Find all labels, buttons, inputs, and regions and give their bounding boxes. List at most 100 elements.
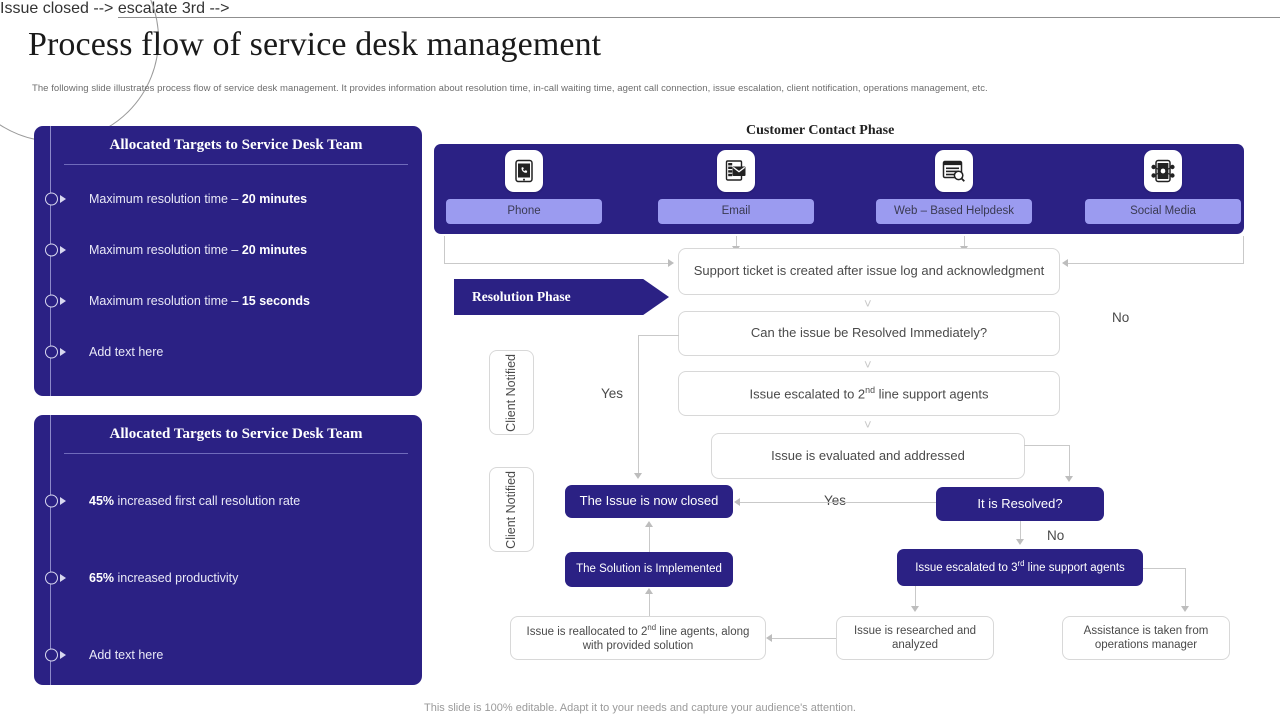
client-notified-text: Client Notified [504, 470, 518, 549]
connector-line [444, 263, 671, 264]
page-subtitle: The following slide illustrates process … [32, 83, 988, 94]
connector-arrow-up [644, 588, 653, 594]
flow-node-issue-evaluated[interactable]: Issue is evaluated and addressed [711, 433, 1025, 479]
connector-line [638, 335, 639, 475]
flow-node-text: Issue is researched and analyzed [853, 624, 977, 651]
panel-2-title: Allocated Targets to Service Desk Team [64, 415, 408, 454]
edge-label-yes-left: Yes [601, 386, 624, 401]
flow-node-resolve-immediately[interactable]: Can the issue be Resolved Immediately? [678, 311, 1060, 356]
flow-node-text: Issue is evaluated and addressed [771, 447, 965, 463]
edge-label-no-right: No [1047, 528, 1065, 543]
connector-line [638, 335, 679, 336]
bullet-circle-icon [45, 648, 58, 661]
list-item-text: Maximum resolution time – 15 seconds [89, 293, 310, 308]
connector-arrow-down [910, 606, 919, 612]
connector-line [444, 236, 445, 264]
bullet-triangle-icon [60, 245, 66, 254]
panel-1-list: Maximum resolution time – 20 minutes Max… [34, 165, 422, 377]
flow-node-text: It is Resolved? [977, 495, 1063, 511]
panel-1-title: Allocated Targets to Service Desk Team [64, 126, 408, 165]
connector-line [1068, 263, 1244, 264]
connector-arrow-right [668, 259, 674, 267]
bullet-triangle-icon [60, 347, 66, 356]
contact-channel-social-media[interactable]: Social Media [1085, 150, 1241, 224]
connector-arrow-down [1064, 476, 1073, 482]
list-item-text: Maximum resolution time – 20 minutes [89, 191, 308, 206]
connector-arrow-down [1015, 539, 1024, 545]
bullet-circle-icon [45, 345, 58, 358]
flow-node-text: The Solution is Implemented [576, 563, 722, 576]
list-item-text: 65% increased productivity [89, 570, 239, 585]
list-item[interactable]: 65% increased productivity [34, 539, 422, 616]
contact-channel-label: Phone [446, 199, 602, 224]
decorative-circle [0, 0, 159, 142]
list-item-text: Maximum resolution time – 20 minutes [89, 242, 308, 257]
flow-node-text: Can the issue be Resolved Immediately? [750, 325, 988, 341]
panel-2-list: 45% increased first call resolution rate… [34, 454, 422, 693]
bullet-circle-icon [45, 294, 58, 307]
connector-line [1143, 568, 1186, 569]
header-divider-line [118, 17, 1280, 18]
bullet-circle-icon [45, 243, 58, 256]
connector-line [1185, 568, 1186, 608]
client-notified-badge-2: Client Notified [489, 467, 534, 552]
flow-node-escalate-3rd-line[interactable]: Issue escalated to 3rd line support agen… [897, 549, 1143, 586]
contact-channel-label: Web – Based Helpdesk [876, 199, 1032, 224]
flow-node-is-resolved[interactable]: It is Resolved? [936, 487, 1104, 521]
page-title: Process flow of service desk management [28, 26, 602, 63]
connector-line [740, 502, 936, 503]
customer-contact-phase-title: Customer Contact Phase [746, 123, 895, 138]
connector-arrow-left [766, 634, 772, 642]
connector-line [1243, 236, 1244, 264]
flow-node-assistance-operations[interactable]: Assistance is taken from operations mana… [1062, 616, 1230, 660]
flow-node-researched-analyzed[interactable]: Issue is researched and analyzed [836, 616, 994, 660]
contact-channel-label: Social Media [1085, 199, 1241, 224]
flow-node-issue-closed[interactable]: The Issue is now closed [565, 485, 733, 518]
connector-line [1020, 521, 1021, 541]
contact-channel-email[interactable]: Email [658, 150, 814, 224]
email-envelope-icon [717, 150, 755, 192]
list-item-text: 45% increased first call resolution rate [89, 493, 301, 508]
list-item[interactable]: Add text here [34, 616, 422, 693]
flow-node-escalate-2nd-line[interactable]: Issue escalated to 2nd line support agen… [678, 371, 1060, 416]
edge-label-no-top: No [1112, 310, 1130, 325]
chevron-down-icon: ˅ [864, 417, 872, 432]
list-item[interactable]: 45% increased first call resolution rate [34, 462, 422, 539]
allocated-targets-panel-1: Allocated Targets to Service Desk Team M… [34, 126, 422, 396]
list-item-text: Add text here [89, 647, 164, 662]
list-item[interactable]: Maximum resolution time – 15 seconds [34, 275, 422, 326]
flow-node-text: Assistance is taken from operations mana… [1083, 624, 1209, 651]
list-item[interactable]: Add text here [34, 326, 422, 377]
bullet-triangle-icon [60, 650, 66, 659]
chevron-down-icon: ˅ [864, 296, 872, 311]
list-item-text: Add text here [89, 344, 164, 359]
connector-line [772, 638, 836, 639]
edge-label-yes-mid: Yes [824, 493, 847, 508]
list-item[interactable]: Maximum resolution time – 20 minutes [34, 224, 422, 275]
connector-arrow-down [633, 473, 642, 479]
client-notified-text: Client Notified [504, 353, 518, 432]
bullet-circle-icon [45, 494, 58, 507]
phone-mobile-icon [505, 150, 543, 192]
social-network-mobile-icon [1144, 150, 1182, 192]
contact-channel-web-helpdesk[interactable]: Web – Based Helpdesk [876, 150, 1032, 224]
flow-node-solution-implemented[interactable]: The Solution is Implemented [565, 552, 733, 587]
resolution-phase-banner: Resolution Phase [454, 279, 669, 315]
bullet-triangle-icon [60, 573, 66, 582]
flow-node-text: Support ticket is created after issue lo… [693, 263, 1045, 279]
chevron-down-icon: ˅ [864, 357, 872, 372]
connector-arrow-left [1062, 259, 1068, 267]
flow-node-support-ticket[interactable]: Support ticket is created after issue lo… [678, 248, 1060, 295]
connector-line [1024, 445, 1070, 446]
flow-node-text: The Issue is now closed [579, 493, 719, 509]
bullet-circle-icon [45, 571, 58, 584]
panel-rail [50, 415, 51, 685]
contact-channel-phone[interactable]: Phone [446, 150, 602, 224]
list-item[interactable]: Maximum resolution time – 20 minutes [34, 173, 422, 224]
client-notified-badge-1: Client Notified [489, 350, 534, 435]
flow-node-reallocated-2nd-line[interactable]: Issue is reallocated to 2nd line agents,… [510, 616, 766, 660]
bullet-triangle-icon [60, 194, 66, 203]
web-search-window-icon [935, 150, 973, 192]
flow-node-text: Issue is reallocated to 2nd line agents,… [526, 622, 750, 652]
